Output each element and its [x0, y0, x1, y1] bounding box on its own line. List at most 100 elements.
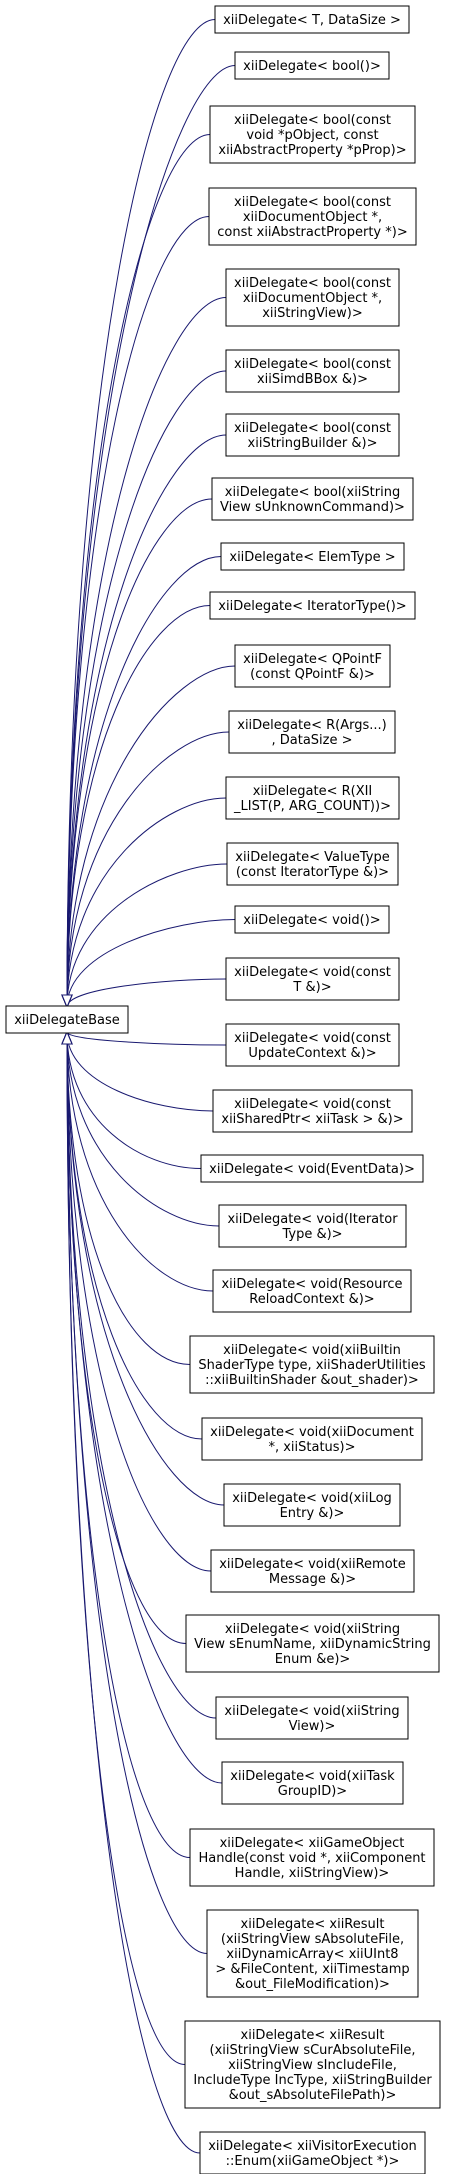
- derived-class-node-box: [223, 1483, 401, 1527]
- derived-class-node-box: [209, 105, 416, 164]
- node-label: &out_FileModification)>: [235, 1977, 390, 1992]
- inheritance-edge: [66, 1031, 220, 1227]
- node-label: xiiDelegate< xiiGameObject: [220, 1836, 405, 1851]
- derived-class-node[interactable]: xiiDelegate< bool(xiiStringView sUnknown…: [211, 477, 414, 521]
- node-label: &out_sAbsoluteFilePath)>: [229, 2088, 397, 2103]
- node-label: Handle, xiiStringView)>: [235, 1866, 390, 1881]
- node-label: xiiDelegate< IteratorType()>: [218, 599, 406, 614]
- derived-class-node-box: [234, 644, 391, 688]
- derived-class-node-box: [189, 1828, 435, 1887]
- derived-class-node-box: [225, 957, 400, 1001]
- node-label: xiiSharedPtr< xiiTask > &)>: [221, 1112, 403, 1127]
- derived-class-node[interactable]: xiiDelegate< R(Args...), DataSize >: [228, 710, 396, 754]
- inheritance-edge: [66, 1031, 201, 2154]
- node-label: ::xiiBuiltinShader &out_shader)>: [205, 1373, 419, 1388]
- node-label: GroupID)>: [278, 1784, 347, 1799]
- inheritance-edge: [66, 19, 216, 1008]
- inheritance-edge: [66, 1031, 217, 1719]
- inheritance-edge: [66, 1031, 203, 1440]
- inheritance-edge: [66, 731, 230, 1008]
- inheritance-edge: [66, 1031, 212, 1572]
- derived-class-node-box: [184, 2020, 441, 2109]
- node-label: xiiDocumentObject *,: [243, 291, 382, 306]
- derived-class-node[interactable]: xiiDelegate< xiiVisitorExecution::Enum(x…: [199, 2131, 426, 2174]
- node-label: (xiiStringView sCurAbsoluteFile,: [210, 2043, 416, 2058]
- node-label: xiiDelegate< QPointF: [243, 652, 382, 667]
- derived-class-node[interactable]: xiiDelegate< xiiResult(xiiStringView sAb…: [206, 1909, 419, 1998]
- node-label: xiiDelegateBase: [14, 1013, 120, 1028]
- base-class-node[interactable]: xiiDelegateBase: [5, 1005, 129, 1034]
- derived-class-node[interactable]: xiiDelegate< void(IteratorType &)>: [218, 1204, 407, 1248]
- derived-class-node[interactable]: xiiDelegate< bool()>: [234, 51, 390, 80]
- inheritance-edge: [66, 1031, 202, 1169]
- derived-class-node[interactable]: xiiDelegate< bool(constxiiStringBuilder …: [225, 413, 400, 457]
- node-label: Enum &e)>: [275, 1652, 351, 1667]
- derived-class-node[interactable]: xiiDelegate< void()>: [234, 905, 390, 934]
- derived-class-node[interactable]: xiiDelegate< QPointF(const QPointF &)>: [234, 644, 391, 688]
- node-label: xiiDelegate< bool()>: [243, 59, 381, 74]
- derived-class-node-box: [212, 1089, 413, 1133]
- inheritance-arrowhead: [61, 1030, 73, 1045]
- inheritance-edge: [66, 297, 227, 1008]
- derived-class-node[interactable]: xiiDelegate< void(xiiStringView sEnumNam…: [185, 1614, 440, 1673]
- inheritance-edge: [66, 134, 211, 1008]
- node-label: (const IteratorType &)>: [236, 865, 389, 880]
- inheritance-edge: [66, 797, 227, 1008]
- node-label: xiiDocumentObject *,: [243, 210, 382, 225]
- inheritance-edge: [66, 498, 213, 1008]
- derived-class-node-box: [226, 842, 399, 886]
- inheritance-edge: [66, 605, 211, 1008]
- node-label: View sEnumName, xiiDynamicString: [194, 1637, 431, 1652]
- inheritance-edge: [66, 1031, 225, 1506]
- node-label: Type &)>: [281, 1227, 342, 1242]
- node-label: xiiDelegate< void()>: [243, 913, 380, 928]
- derived-class-node[interactable]: xiiDelegate< xiiResult(xiiStringView sCu…: [184, 2020, 441, 2109]
- node-label: xiiDelegate< void(xiiDocument: [210, 1425, 414, 1440]
- derived-class-node[interactable]: xiiDelegate< void(ResourceReloadContext …: [212, 1269, 412, 1313]
- inheritance-edge: [66, 1031, 214, 1112]
- derived-class-node[interactable]: xiiDelegate< void(xiiDocument*, xiiStatu…: [201, 1417, 423, 1461]
- inheritance-edge: [66, 1031, 223, 1784]
- node-label: *, xiiStatus)>: [268, 1440, 355, 1455]
- derived-class-node[interactable]: xiiDelegate< void(EventData)>: [200, 1154, 424, 1183]
- inheritance-edge: [66, 665, 236, 1008]
- node-label: xiiDelegate< void(EventData)>: [209, 1162, 415, 1177]
- node-label: void *pObject, const: [246, 128, 378, 143]
- node-label: xiiDelegate< xiiVisitorExecution: [208, 2139, 417, 2154]
- derived-class-node[interactable]: xiiDelegate< T, DataSize >: [214, 5, 410, 34]
- derived-class-node[interactable]: xiiDelegate< void(xiiStringView)>: [215, 1696, 409, 1740]
- node-label: xiiDelegate< void(const: [234, 965, 391, 980]
- node-layer: xiiDelegateBase xiiDelegate< T, DataSize …: [5, 5, 441, 2174]
- derived-class-node[interactable]: xiiDelegate< ElemType >: [220, 542, 405, 571]
- node-label: xiiDelegate< void(const: [234, 1031, 391, 1046]
- derived-class-node-box: [228, 710, 396, 754]
- derived-class-node[interactable]: xiiDelegate< bool(constxiiDocumentObject…: [208, 187, 417, 246]
- node-label: xiiDelegate< bool(const: [234, 195, 391, 210]
- derived-class-node[interactable]: xiiDelegate< ValueType(const IteratorTyp…: [226, 842, 399, 886]
- node-label: xiiDelegate< bool(const: [234, 113, 391, 128]
- derived-class-node-box: [212, 1269, 412, 1313]
- node-label: ShaderType type, xiiShaderUtilities: [198, 1358, 425, 1373]
- derived-class-node[interactable]: xiiDelegate< bool(constxiiDocumentObject…: [225, 268, 400, 327]
- derived-class-node-box: [225, 1023, 400, 1067]
- node-label: xiiStringBuilder &)>: [248, 436, 378, 451]
- derived-class-node[interactable]: xiiDelegate< R(XII_LIST(P, ARG_COUNT))>: [225, 776, 400, 820]
- derived-class-node[interactable]: xiiDelegate< IteratorType()>: [209, 591, 416, 620]
- node-label: xiiDelegate< void(xiiLog: [232, 1491, 392, 1506]
- derived-class-node-box: [209, 591, 416, 620]
- node-label: (xiiStringView sAbsoluteFile,: [221, 1932, 404, 1947]
- derived-class-node-box: [234, 51, 390, 80]
- node-label: xiiDelegate< void(xiiTask: [230, 1769, 395, 1784]
- derived-class-node-box: [206, 1909, 419, 1998]
